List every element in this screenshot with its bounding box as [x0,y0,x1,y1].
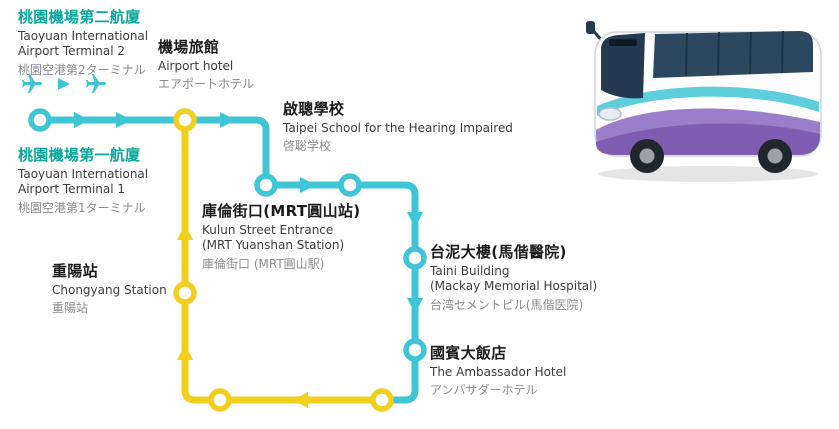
station-name-zh: 桃園機場第一航廈 [18,146,141,164]
station-marker-taini [403,246,427,270]
direction-arrow-up-icon [177,344,193,360]
station-name-ja: アンバサダーホテル [430,383,538,398]
airplane-icon [22,74,42,93]
airplane-icon [86,74,106,93]
station-name-ja: 啓聡学校 [283,139,332,154]
station-marker-airport-hotel [173,108,197,132]
direction-arrow-right-icon [300,177,316,193]
station-marker-kulun [254,173,278,197]
return-route-line [181,126,386,404]
station-label-terminal1: 桃園機場第一航廈 Taoyuan International Airport T… [18,146,158,216]
station-name-en: The Ambassador Hotel [430,365,567,379]
bus-wheel-hub [639,148,655,164]
station-name-zh: 國賓大飯店 [430,344,507,362]
direction-arrow-right-icon [74,112,90,128]
bus-windshield [601,33,645,99]
station-name-zh: 桃園機場第二航廈 [18,8,141,26]
station-name-en: Kulun Street Entrance (MRT Yuanshan Stat… [202,223,345,253]
station-name-zh: 庫倫街口(MRT圓山站) [202,202,361,220]
station-name-ja: 台湾セメントビル(馬偕医院) [430,297,584,312]
station-marker-chongyang [173,281,197,305]
direction-arrow-up-icon [177,224,193,240]
station-marker-terminal [28,108,52,132]
station-name-zh: 重陽站 [52,262,98,280]
station-name-ja: 桃園空港第2ターミナル [18,62,146,77]
station-marker-stop [208,388,232,412]
station-name-ja: 庫倫街口 (MRT圓山駅) [202,256,325,271]
station-label-chongyang: 重陽站 Chongyang Station 重陽站 [52,262,187,316]
bus-mirror [586,21,595,34]
station-marker-school [338,173,362,197]
station-name-en: Taoyuan International Airport Terminal 2 [18,29,149,59]
station-label-terminal2: 桃園機場第二航廈 Taoyuan International Airport T… [18,8,158,78]
bus-teal-stripe [597,86,819,116]
station-label-ambassador: 國賓大飯店 The Ambassador Hotel アンバサダーホテル [430,344,600,398]
bus-wheel-hub [767,148,783,164]
station-marker-turnaround [370,388,394,412]
station-name-en: Taipei School for the Hearing Impaired [283,121,513,135]
station-name-en: Taini Building (Mackay Memorial Hospital… [430,264,598,294]
station-marker-ambassador [403,338,427,362]
bus-illustration [586,21,822,182]
station-label-taini: 台泥大樓(馬偕醫院) Taini Building (Mackay Memori… [430,243,640,313]
station-name-ja: エアポートホテル [158,77,255,92]
bus-side-windows [653,31,813,78]
direction-arrow-right-icon [116,112,132,128]
direction-arrow-down-icon [407,212,423,228]
station-name-zh: 機場旅館 [158,38,220,56]
bus-destination-sign [609,39,637,46]
station-name-zh: 啟聰學校 [283,100,345,118]
bus-window-dividers [685,30,784,77]
direction-arrow-down-icon [407,298,423,314]
station-name-zh: 台泥大樓(馬偕醫院) [430,243,567,261]
station-name-ja: 桃園空港第1ターミナル [18,200,146,215]
station-label-airport-hotel: 機場旅館 Airport hotel エアポートホテル [158,38,308,92]
direction-arrow-right-icon [58,78,70,90]
station-name-ja: 重陽站 [52,301,89,316]
station-label-school: 啟聰學校 Taipei School for the Hearing Impai… [283,100,553,154]
airport-bus-photo [583,18,833,188]
station-name-en: Taoyuan International Airport Terminal 1 [18,167,149,197]
direction-arrow-right-icon [220,112,236,128]
station-name-en: Chongyang Station [52,283,167,297]
bus-headlight [598,107,622,121]
direction-arrow-left-icon [292,392,308,408]
station-label-kulun: 庫倫街口(MRT圓山站) Kulun Street Entrance (MRT … [202,202,392,272]
station-name-en: Airport hotel [158,59,234,73]
